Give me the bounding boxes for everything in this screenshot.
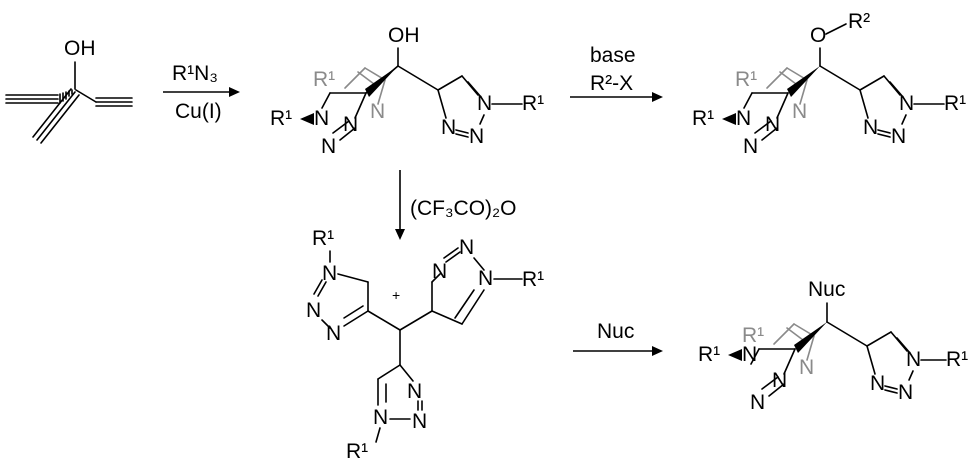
cation-right-r1: R¹ <box>522 268 544 291</box>
ether-back-n: N <box>792 100 807 123</box>
left-triazole-n2: N <box>343 113 358 136</box>
cation-bottom-triazole: N N N R¹ <box>346 364 427 463</box>
reagent-alkyl-halide: R²-X <box>590 72 633 95</box>
back-triazole-r1: R¹ <box>313 68 335 91</box>
reagent-copper: Cu(I) <box>175 100 222 123</box>
left-triazole-n3: N <box>321 135 336 158</box>
nuc-left-n2: N <box>772 369 787 392</box>
nuc-right-n1: N <box>906 348 921 371</box>
nuc-back-r1: R¹ <box>742 324 764 347</box>
right-triazole-n2: N <box>441 116 456 139</box>
cation-bottom-n3: N <box>373 406 388 429</box>
nuc-right-r1: R¹ <box>946 348 968 371</box>
ether-o-label: O <box>810 24 826 47</box>
alkyne-lower-left <box>32 88 80 144</box>
reagent-azide: R¹N₃ <box>172 62 218 85</box>
nuc-label: Nuc <box>808 278 845 301</box>
nuc-right-triazole: N R¹ N N <box>826 321 968 404</box>
nuc-left-n3: N <box>750 391 765 414</box>
c-c-bond-right <box>75 89 97 103</box>
product-tris-triazolyl-carbinol: OH R¹ N R¹ N N N <box>270 24 544 158</box>
reaction-arrow-2 <box>570 92 663 102</box>
starting-material-tripropargyl-alcohol: OH <box>5 37 133 144</box>
right-triazole: N R¹ N N <box>397 65 544 148</box>
ether-right-n1: N <box>899 92 914 115</box>
back-triazole-n: N <box>370 100 385 123</box>
alkyne-upper-left <box>5 94 59 104</box>
ether-r2-label: R² <box>848 10 870 33</box>
nuc-back-n: N <box>799 356 814 379</box>
reagent-tfaa: (CF₃CO)₂O <box>410 197 517 220</box>
ether-left-n3: N <box>743 135 758 158</box>
ether-back-triazole-gray: R¹ N <box>735 67 808 123</box>
left-triazole-r1: R¹ <box>270 107 292 130</box>
ether-right-r1: R¹ <box>944 92 966 115</box>
reagent-base: base <box>590 44 636 67</box>
starting-material-oh-label: OH <box>64 37 96 60</box>
reagent-nucleophile: Nuc <box>597 320 634 343</box>
cation-bottom-n2: N <box>412 410 427 433</box>
carbocation-plus: + <box>392 287 400 303</box>
ether-right-triazole: N R¹ N N <box>819 65 966 148</box>
reaction-arrow-1 <box>163 87 240 97</box>
cation-left-n2: N <box>306 299 321 322</box>
nuc-right-n2: N <box>870 372 885 395</box>
ether-left-n1: N <box>736 107 751 130</box>
ether-right-n2: N <box>863 116 878 139</box>
carbocation-intermediate: + R¹ N N N N N N <box>306 227 544 463</box>
product-nucleophile-adduct: Nuc R¹ N R¹ N N N <box>698 278 968 414</box>
reaction-arrow-4 <box>573 346 663 356</box>
nuc-left-n1: N <box>742 343 757 366</box>
cation-right-n2: N <box>459 236 474 259</box>
cation-bottom-n1: N <box>407 380 422 403</box>
ether-left-r1: R¹ <box>692 107 714 130</box>
nuc-right-n3: N <box>898 381 913 404</box>
product-ether: O R² R¹ N R¹ N N N <box>692 10 966 158</box>
front-left-triazole: R¹ N N N <box>270 65 399 158</box>
right-triazole-n3: N <box>469 125 484 148</box>
cation-top-r1: R¹ <box>312 227 334 250</box>
nuc-left-r1: R¹ <box>698 343 720 366</box>
nuc-front-left-triazole: R¹ N N N <box>698 322 827 414</box>
carbinol-oh-label: OH <box>388 24 420 47</box>
cation-left-n1: N <box>322 262 337 285</box>
back-triazole-gray: R¹ N <box>313 67 386 123</box>
alkyne-right <box>95 97 133 107</box>
reaction-arrow-3 <box>395 170 405 240</box>
cation-bottom-r1: R¹ <box>346 440 368 463</box>
ether-right-n3: N <box>891 125 906 148</box>
cation-left-triazole: R¹ N N N <box>306 227 369 345</box>
cation-right-n3: N <box>478 267 493 290</box>
ether-left-n2: N <box>765 113 780 136</box>
right-triazole-r1: R¹ <box>522 92 544 115</box>
cation-right-n1: N <box>432 260 447 283</box>
cation-right-triazole: N N N R¹ <box>431 236 544 325</box>
ether-front-left-triazole: R¹ N N N <box>692 66 820 158</box>
right-triazole-n1: N <box>477 92 492 115</box>
left-triazole-n1: N <box>314 107 329 130</box>
ether-back-r1: R¹ <box>735 68 757 91</box>
